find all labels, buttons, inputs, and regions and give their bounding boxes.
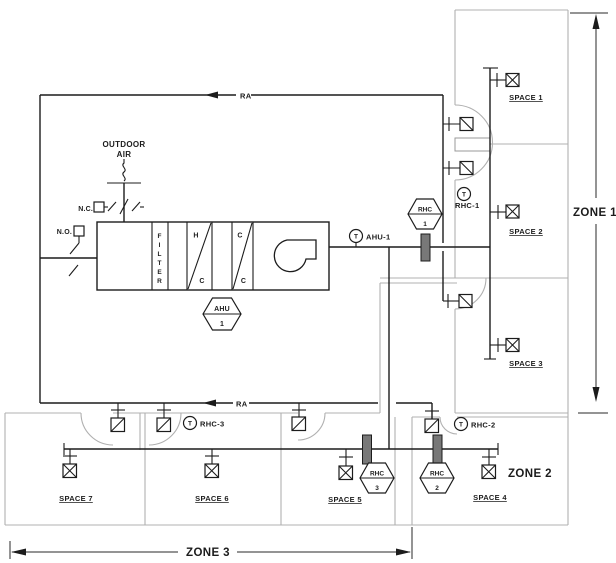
supply-diffuser-space1	[490, 72, 520, 88]
supply-diffuser-space7	[62, 449, 78, 479]
return-air-loop: RA RA	[39, 91, 444, 419]
nc-damper: N.C.	[78, 198, 144, 215]
return-grille-space4	[424, 410, 440, 434]
supply-duct-main	[329, 246, 490, 449]
no-damper-label: N.O.	[57, 229, 72, 236]
ra-top-label: RA	[240, 92, 252, 101]
ra-top-arrow-icon	[205, 91, 218, 99]
door-arc-space4	[439, 416, 458, 435]
temp-sensor-rhc1: T RHC-1	[455, 186, 479, 210]
space-1-label: SPACE 1	[509, 93, 543, 102]
return-grille-zone1-upper	[443, 116, 474, 132]
rhc1-coil-icon	[420, 233, 431, 262]
outdoor-air-label-line1: OUTDOOR	[103, 140, 146, 149]
door-arc-zone1-upper	[454, 104, 494, 181]
heating-coil-bottom-label: C	[199, 278, 204, 285]
zone-3-label: ZONE 3	[186, 547, 230, 559]
svg-text:T: T	[188, 421, 192, 428]
heating-coil-section: H C	[187, 222, 212, 290]
rhc2-tag-label: RHC	[430, 471, 444, 478]
outdoor-air-intake: OUTDOOR AIR	[103, 140, 146, 222]
temp-sensor-rhc3: T RHC-3	[182, 415, 224, 431]
temp-sensor-icon	[348, 228, 364, 244]
dimension-arrow-right-icon	[396, 548, 411, 556]
dimension-arrow-left-icon	[11, 548, 26, 556]
supply-diffuser-space5	[338, 449, 354, 481]
supply-diffuser-space2	[490, 204, 520, 219]
supply-riser-zone1	[483, 67, 498, 360]
dimension-arrow-down-icon	[592, 387, 600, 402]
svg-text:T: T	[354, 234, 358, 241]
zone3-dimension: ZONE 3	[9, 527, 413, 559]
temp-sensor-rhc3-label: RHC-3	[200, 420, 224, 429]
space-6-label: SPACE 6	[195, 494, 229, 503]
ra-bottom-arrow-icon	[203, 399, 216, 407]
rhc3-tag-label: RHC	[370, 471, 384, 478]
nc-damper-label: N.C.	[78, 206, 93, 213]
temp-sensor-icon	[453, 416, 469, 432]
space-2-label: SPACE 2	[509, 227, 543, 236]
door-arc-zone1-lower	[454, 277, 487, 310]
reheat-coil-rhc1: RHC 1	[407, 198, 443, 262]
nc-actuator-icon	[93, 201, 105, 213]
supply-diffuser-space3	[490, 337, 520, 353]
space-3-label: SPACE 3	[509, 359, 543, 368]
return-grille-zone1-middle	[443, 160, 474, 176]
door-arc-space6	[148, 412, 182, 446]
supply-duct-bottom	[63, 443, 499, 455]
cooling-coil-top-label: C	[237, 233, 242, 240]
svg-text:T: T	[459, 422, 463, 429]
return-grille-space7	[110, 403, 126, 433]
rhc1-tag-label: RHC	[418, 207, 432, 214]
ahu-tag-number: 1	[220, 321, 224, 328]
ahu-tag-label: AHU	[214, 306, 230, 313]
space-4-label: SPACE 4	[473, 493, 507, 502]
ra-bottom-label: RA	[236, 400, 248, 409]
ahu-tag: AHU 1	[202, 297, 242, 331]
rhc2-coil-icon	[432, 434, 443, 465]
return-grille-space6	[156, 403, 172, 433]
temp-sensor-rhc1-label: RHC-1	[455, 201, 479, 210]
rhc1-tag-number: 1	[423, 221, 427, 228]
temp-sensor-icon	[456, 186, 472, 202]
dimension-arrow-up-icon	[592, 14, 600, 29]
zone-1-label: ZONE 1	[573, 207, 616, 219]
rhc3-coil-icon	[362, 434, 372, 465]
return-grille-space5	[291, 403, 307, 432]
zone-2-label: ZONE 2	[508, 468, 552, 480]
zone1-dimension: ZONE 1	[570, 12, 616, 414]
heating-coil-top-label: H	[193, 233, 198, 240]
reheat-coil-rhc3: RHC 3	[359, 434, 395, 494]
door-arc-space5	[297, 412, 326, 441]
temp-sensor-rhc2: T RHC-2	[453, 416, 495, 432]
door-arcs	[80, 104, 494, 446]
outdoor-air-label-line2: AIR	[117, 150, 132, 159]
duct-break-icon	[122, 159, 126, 182]
no-actuator-icon	[73, 225, 85, 237]
temp-sensor-ahu1: T AHU-1	[348, 228, 390, 247]
cooling-coil-bottom-label: C	[241, 278, 246, 285]
return-grille-zone1-lower	[443, 293, 473, 309]
rhc2-tag-number: 2	[435, 485, 439, 492]
no-damper: N.O.	[57, 225, 85, 277]
supply-diffuser-space6	[204, 449, 220, 479]
door-arc-space7	[80, 412, 114, 446]
rhc3-tag-number: 3	[375, 485, 379, 492]
fan-icon	[273, 239, 317, 273]
supply-diffuser-space4	[481, 449, 497, 480]
cooling-coil-section: C C	[232, 222, 253, 290]
ahu-casing	[96, 221, 330, 291]
room-walls	[4, 9, 569, 526]
svg-text:T: T	[462, 192, 466, 199]
reheat-coil-rhc2: RHC 2	[419, 434, 455, 494]
space-7-label: SPACE 7	[59, 494, 93, 503]
temp-sensor-rhc2-label: RHC-2	[471, 421, 495, 430]
transfer-duct-boot	[454, 137, 491, 152]
temp-sensor-ahu1-label: AHU-1	[366, 233, 390, 242]
space-5-label: SPACE 5	[328, 495, 362, 504]
temp-sensor-icon	[182, 415, 198, 431]
